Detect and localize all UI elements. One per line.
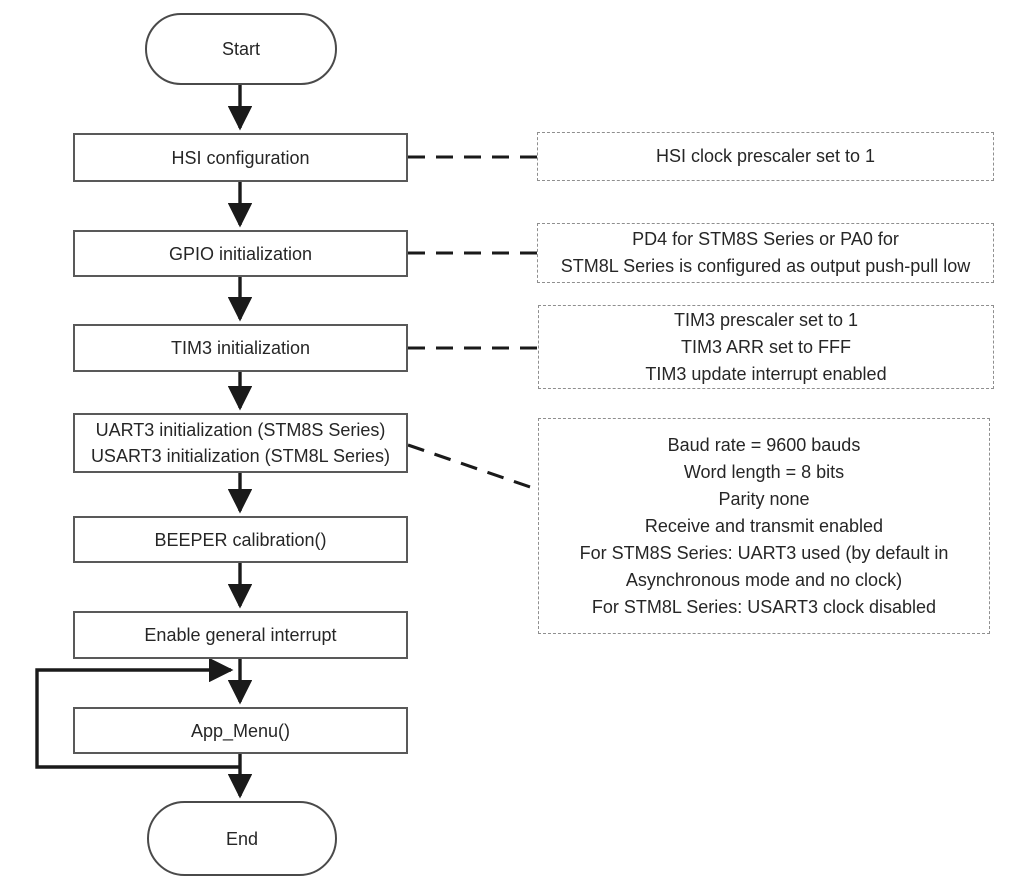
node-uart3-initialization: UART3 initialization (STM8S Series) USAR… [73, 413, 408, 473]
node-hsi-configuration: HSI configuration [73, 133, 408, 182]
node-enable-general-interrupt: Enable general interrupt [73, 611, 408, 659]
annotation-tim3: TIM3 prescaler set to 1 TIM3 ARR set to … [538, 305, 994, 389]
node-gpio-initialization: GPIO initialization [73, 230, 408, 277]
node-app-menu: App_Menu() [73, 707, 408, 754]
annotation-hsi: HSI clock prescaler set to 1 [537, 132, 994, 181]
node-beeper-calibration: BEEPER calibration() [73, 516, 408, 563]
node-start: Start [145, 13, 337, 85]
annotation-gpio: PD4 for STM8S Series or PA0 for STM8L Se… [537, 223, 994, 283]
annotation-uart: Baud rate = 9600 bauds Word length = 8 b… [538, 418, 990, 634]
dashed-connector-uart [407, 443, 537, 491]
node-tim3-initialization: TIM3 initialization [73, 324, 408, 372]
node-end: End [147, 801, 337, 876]
